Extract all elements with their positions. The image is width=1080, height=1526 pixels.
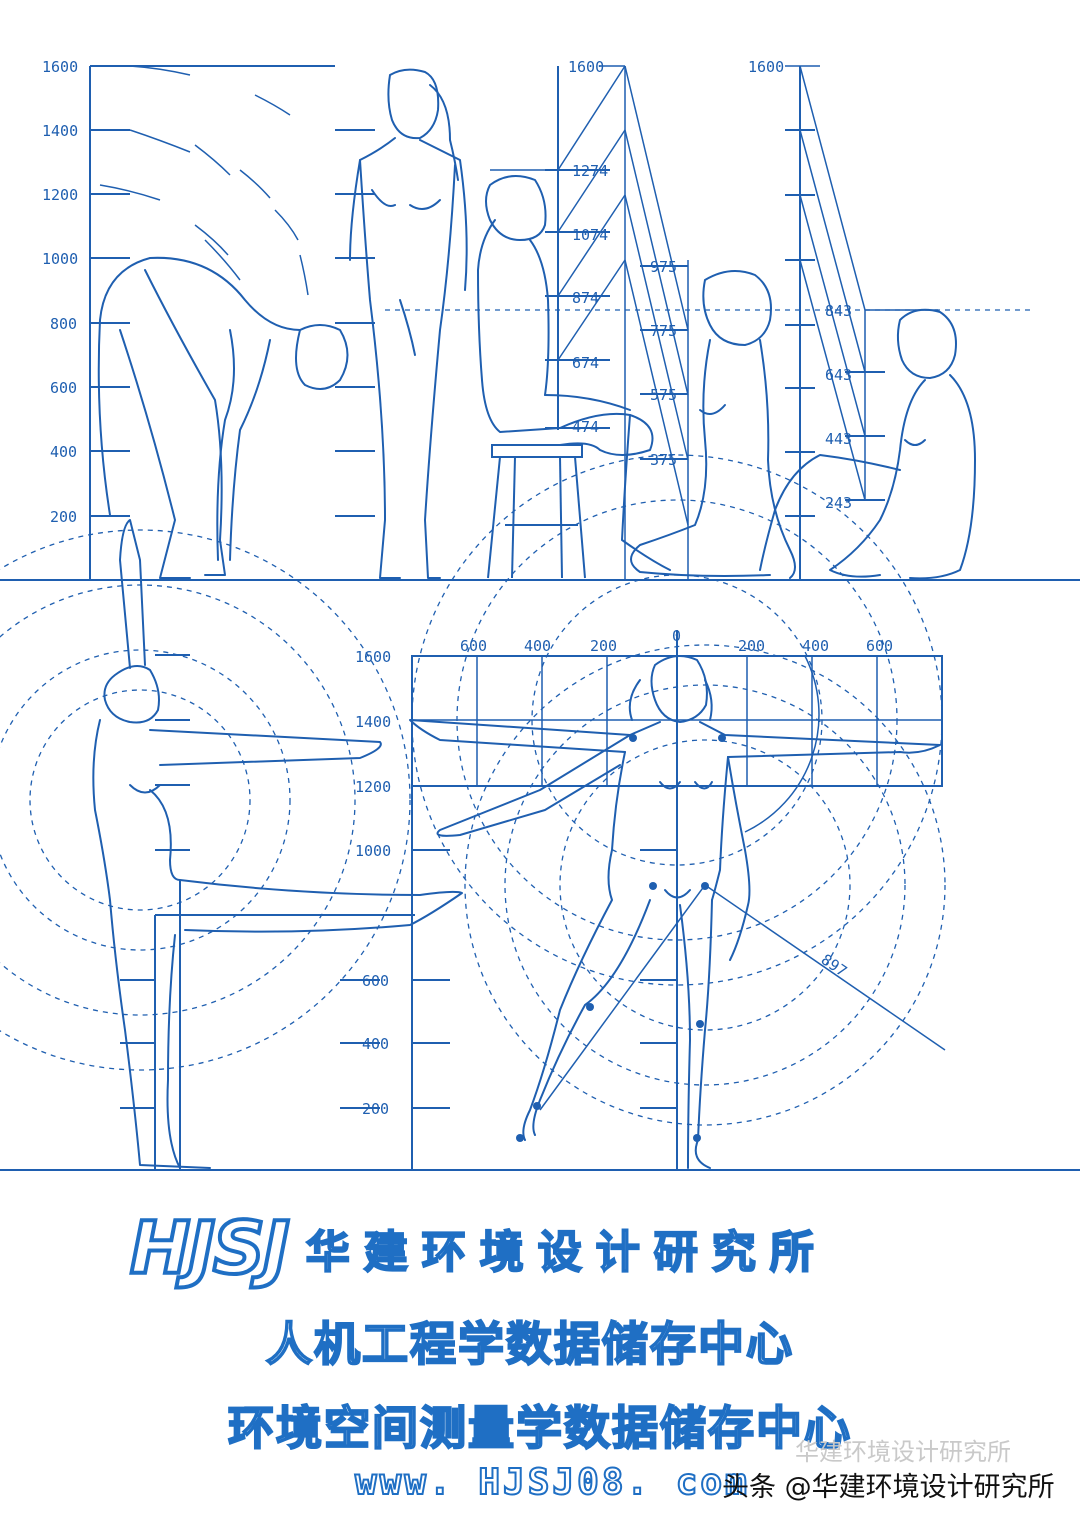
scale-a-label: 200	[50, 508, 77, 526]
seated-figure	[477, 175, 671, 571]
scale-c-label: 375	[650, 451, 677, 469]
arc-dashes	[99, 65, 309, 296]
bottom-y-label: 1200	[355, 778, 391, 796]
scale-e-label: 443	[825, 430, 852, 448]
bending-figure	[97, 256, 349, 579]
top-panel: 1600 1400 1200 1000 800 600 400 200	[0, 58, 1080, 581]
bottom-x-label: 0	[672, 627, 681, 645]
scale-c-label: 975	[650, 258, 677, 276]
reach-radius-label: 897	[818, 950, 851, 980]
watermark-ghost-text: 华建环境设计研究所	[795, 1438, 1011, 1466]
bottom-y-label: 1600	[355, 648, 391, 666]
toutiao-watermark: 头条 @华建环境设计研究所	[722, 1471, 1055, 1503]
scale-a-label: 1400	[42, 122, 78, 140]
front-standing-figure	[409, 655, 941, 1169]
kneeling-figure	[630, 270, 796, 579]
scale-a-label: 1000	[42, 250, 78, 268]
scale-e-label: 643	[825, 366, 852, 384]
scale-b-label: 1274	[572, 162, 608, 180]
scale-a-ticks	[90, 129, 375, 517]
tagline-spatial: 环境空间测量学数据储存中心	[227, 1400, 852, 1456]
bottom-x-label: 200	[590, 637, 617, 655]
org-name: 华建环境设计研究所	[305, 1226, 828, 1279]
bottom-x-label: 600	[460, 637, 487, 655]
scale-a-label: 1600	[42, 58, 78, 76]
bottom-x-label: 600	[866, 637, 893, 655]
bottom-x-label: 400	[802, 637, 829, 655]
front-reach-arcs	[411, 454, 946, 1126]
scale-d-diagonals	[799, 65, 938, 501]
bottom-y-label: 200	[362, 1100, 389, 1118]
bottom-x-label: 200	[738, 637, 765, 655]
scale-b-label: 874	[572, 289, 599, 307]
bottom-y-label: 400	[362, 1035, 389, 1053]
scale-a-label: 800	[50, 315, 77, 333]
scale-b-label: 1074	[572, 226, 608, 244]
bottom-panel: 1600 1400 1200 1000 600 400 200 600 400 …	[0, 454, 1080, 1171]
scale-b-label: 474	[572, 418, 599, 436]
scale-c-label: 775	[650, 322, 677, 340]
ergonomics-diagram: 1600 1400 1200 1000 800 600 400 200	[0, 58, 1080, 1171]
website-link[interactable]: www. HJSJ08. com	[354, 1461, 750, 1504]
bottom-y-label: 1400	[355, 713, 391, 731]
scale-a-label: 600	[50, 379, 77, 397]
left-reach-arcs	[0, 529, 411, 1071]
standing-figure	[349, 68, 468, 579]
right-y-ticks	[412, 849, 677, 1109]
scale-b-label: 674	[572, 354, 599, 372]
floor-sitting-figure	[759, 308, 976, 580]
reach-radius-line	[704, 884, 946, 1051]
bottom-x-label: 400	[524, 637, 551, 655]
tagline-ergonomics: 人机工程学数据储存中心	[265, 1316, 794, 1372]
stool	[487, 444, 586, 579]
scale-e-label: 843	[825, 302, 852, 320]
scale-e-label: 243	[825, 494, 852, 512]
scale-a-label: 400	[50, 443, 77, 461]
logo-row: HJSJ 华建环境设计研究所	[128, 1206, 828, 1290]
scale-d-ticks	[785, 129, 885, 517]
bottom-y-label: 1000	[355, 842, 391, 860]
bottom-y-label: 600	[362, 972, 389, 990]
scale-c-ticks	[640, 265, 688, 460]
scale-d-top-label: 1600	[748, 58, 784, 76]
scale-a-label: 1200	[42, 186, 78, 204]
joint-markers	[516, 734, 726, 1142]
footer-branding: HJSJ 华建环境设计研究所 人机工程学数据储存中心 环境空间测量学数据储存中心…	[0, 1190, 1080, 1526]
leg-raise-figure	[92, 519, 463, 1169]
scale-b-top-label: 1600	[568, 58, 604, 76]
scale-c-label: 575	[650, 386, 677, 404]
hjsj-logo: HJSJ	[128, 1206, 292, 1290]
